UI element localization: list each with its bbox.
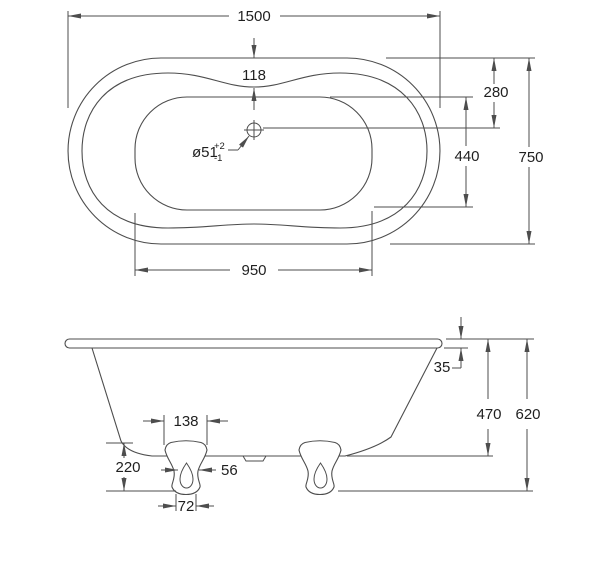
- dim-label-118: 118: [242, 67, 266, 84]
- drain-callout: ø51 +2 -1: [192, 135, 250, 164]
- dim-rim-to-base: 470: [476, 339, 502, 456]
- dim-label-620: 620: [515, 406, 540, 423]
- drain-tolerance-plus: +2: [214, 141, 225, 152]
- dim-label-220: 220: [115, 459, 140, 476]
- dim-overall-height: 620: [515, 339, 541, 491]
- dim-overall-width: 750: [518, 58, 544, 244]
- tub-rim: [64, 338, 443, 349]
- foot-hole: [179, 462, 194, 489]
- tub-outer-outline: [67, 57, 441, 245]
- tub-inner-rim-outline: [81, 72, 428, 229]
- dim-label-72: 72: [178, 498, 195, 515]
- dim-overall-length: 1500: [67, 8, 441, 108]
- dim-edge-to-drain: 280: [483, 58, 509, 128]
- dim-label-470: 470: [476, 406, 501, 423]
- dim-rim-thickness: 35: [434, 317, 464, 376]
- dim-label-138: 138: [173, 413, 198, 430]
- foot-outline: [164, 440, 208, 496]
- drain-label: ø51: [192, 144, 218, 161]
- dim-basin-length: 950: [134, 211, 373, 279]
- dim-label-750: 750: [518, 149, 543, 166]
- waste-outlet: [242, 455, 267, 462]
- dim-label-440: 440: [454, 148, 479, 165]
- dim-label-280: 280: [483, 84, 508, 101]
- dim-end-rim-width: 118: [242, 38, 266, 110]
- plan-view: 1500 118 280 440 750: [67, 8, 544, 279]
- dim-foot-top-width: 138: [143, 413, 228, 445]
- dim-label-1500: 1500: [237, 8, 270, 25]
- leader-line: [237, 135, 250, 151]
- dim-foot-height: 220: [106, 442, 176, 492]
- dim-foot-base-width: 72: [158, 494, 214, 515]
- dim-label-56: 56: [221, 462, 238, 479]
- dim-label-35: 35: [434, 359, 451, 376]
- dim-foot-waist-width: 56: [161, 462, 238, 479]
- drain-tolerance-minus: -1: [214, 153, 222, 164]
- left-foot: [164, 440, 208, 496]
- tub-basin-outline: [134, 96, 373, 211]
- tub-body-profile: [91, 347, 438, 457]
- side-view: 35 470 620 138 220: [64, 317, 541, 515]
- dim-label-950: 950: [241, 262, 266, 279]
- right-foot: [298, 440, 342, 496]
- drain-symbol: [244, 120, 264, 140]
- dim-basin-width: 440: [454, 97, 480, 207]
- foot-outline: [298, 440, 342, 496]
